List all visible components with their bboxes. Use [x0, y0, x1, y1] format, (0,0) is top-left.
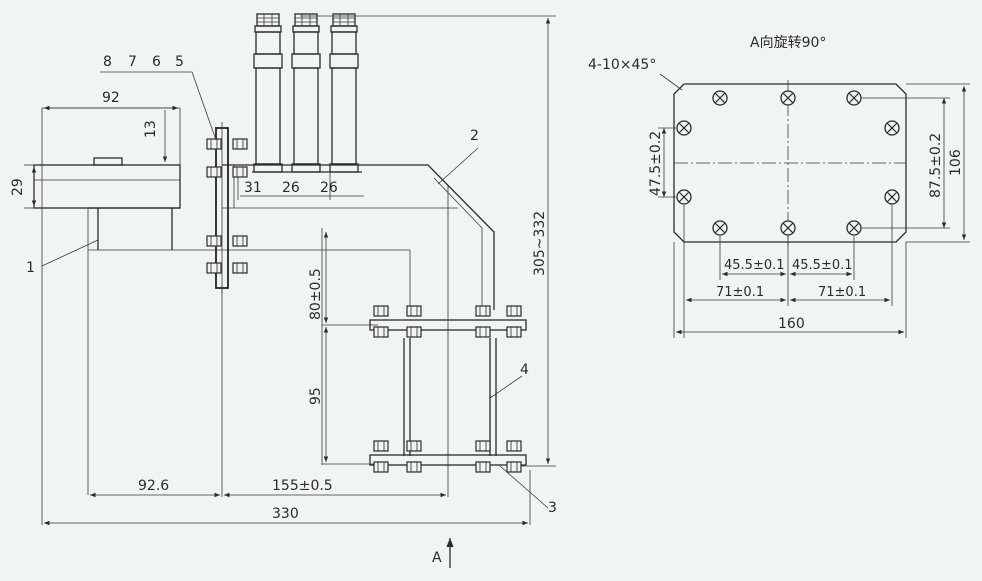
part-number-3: 3 [548, 500, 557, 516]
chamfer-note: 4-10×45° [588, 57, 656, 73]
view-a-plate: A向旋转90° 4-10×45° [588, 35, 970, 338]
dim-31: 31 [244, 180, 262, 196]
dimension-lines [24, 18, 551, 526]
dim-26-a: 26 [282, 180, 300, 196]
plate-outline [673, 83, 907, 243]
dim-45-5-b: 45.5±0.1 [792, 258, 853, 273]
dim-71-a: 71±0.1 [716, 285, 764, 300]
dim-95: 95 [308, 387, 324, 405]
part-number-1: 1 [26, 260, 35, 276]
clamp-plate-parts-5-8 [206, 122, 248, 294]
dim-87-5: 87.5±0.2 [928, 133, 944, 198]
rods-part-4 [403, 338, 497, 456]
dim-92: 92 [102, 90, 120, 106]
dim-29: 29 [10, 178, 26, 196]
part-number-4: 4 [520, 362, 529, 378]
front-view: 8 7 6 5 1 2 4 3 92 13 29 31 26 26 305~33… [10, 13, 557, 568]
bar-part-3-lower [369, 440, 527, 473]
part-number-7: 7 [128, 54, 137, 70]
dim-45-5-a: 45.5±0.1 [724, 258, 785, 273]
view-a-title: A向旋转90° [750, 35, 826, 51]
part-number-2: 2 [470, 128, 479, 144]
part-number-5: 5 [175, 54, 184, 70]
dim-160: 160 [778, 316, 805, 332]
dim-155: 155±0.5 [272, 478, 333, 494]
centre-lines [674, 80, 906, 246]
dim-26-b: 26 [320, 180, 338, 196]
dim-92-6: 92.6 [138, 478, 169, 494]
extension-lines [41, 15, 556, 525]
part-number-8: 8 [103, 54, 112, 70]
dim-305-332: 305~332 [532, 211, 548, 276]
support-plate-part-2 [222, 164, 495, 312]
dim-71-b: 71±0.1 [818, 285, 866, 300]
plate-dimension-lines [658, 83, 970, 338]
bar-part-3-upper [369, 305, 527, 338]
cylinder-group [252, 13, 362, 173]
view-arrow-label: A [432, 550, 442, 566]
dim-330: 330 [272, 506, 299, 522]
dim-80: 80±0.5 [308, 268, 324, 320]
base-block-part-1 [33, 157, 181, 250]
dim-13: 13 [143, 120, 159, 138]
part-number-6: 6 [152, 54, 161, 70]
leader-lines [41, 71, 549, 509]
dim-106: 106 [948, 149, 964, 176]
dim-47-5: 47.5±0.2 [648, 131, 664, 196]
